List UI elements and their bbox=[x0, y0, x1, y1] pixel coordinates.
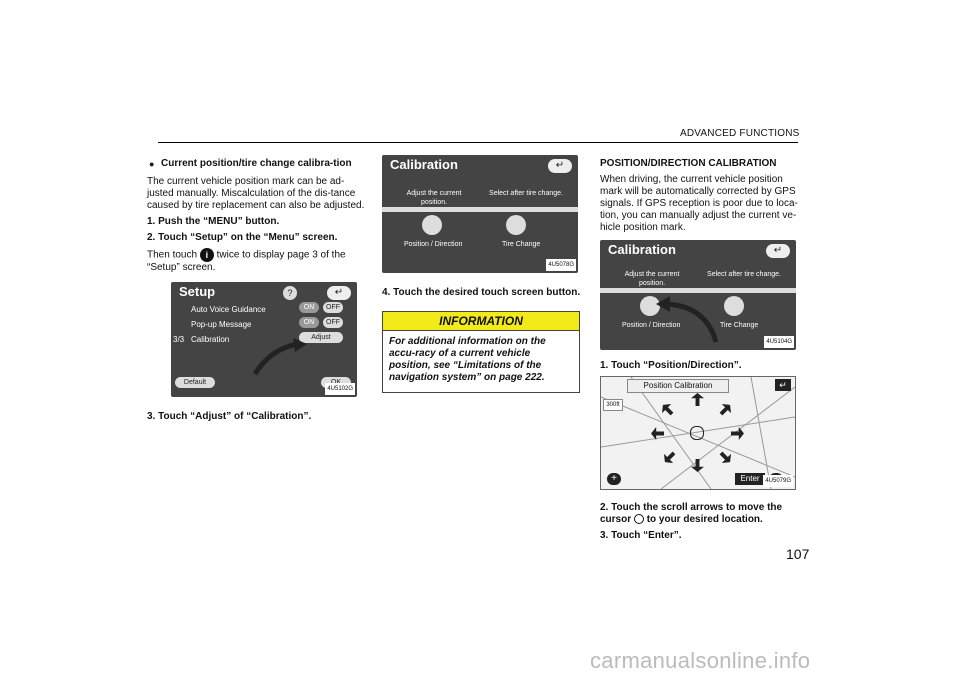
step-2: 2. Touch the scroll arrows to move the c… bbox=[600, 502, 800, 526]
calibration-title: Calibration bbox=[390, 157, 458, 172]
step-4: 4. Touch the desired touch screen button… bbox=[382, 287, 581, 298]
divider-band bbox=[382, 207, 578, 212]
screen-caption: 4U5104G bbox=[764, 336, 794, 348]
off-button-1[interactable]: OFF bbox=[323, 302, 343, 313]
then-text: Then touch i twice to display page 3 of … bbox=[147, 248, 365, 274]
section-header: ADVANCED FUNCTIONS bbox=[680, 128, 800, 139]
calibration-screen-2: Calibration ↵ Adjust the current positio… bbox=[600, 240, 796, 350]
calibration-screen: Calibration ↵ Adjust the current positio… bbox=[382, 155, 578, 273]
back-icon[interactable]: ↵ bbox=[775, 379, 791, 391]
enter-button[interactable]: Enter bbox=[735, 473, 765, 485]
on-button-2[interactable]: ON bbox=[299, 317, 319, 328]
position-direction-label: Position / Direction bbox=[622, 322, 681, 329]
label-tire: Select after tire change. bbox=[489, 190, 563, 197]
column-3: POSITION/DIRECTION CALIBRATION When driv… bbox=[600, 155, 800, 546]
section-title: POSITION/DIRECTION CALIBRATION bbox=[600, 158, 777, 169]
then-text-b: twice to display page 3 of the “Setup” s… bbox=[147, 249, 346, 273]
row-popup: Pop-up Message bbox=[191, 320, 252, 329]
pointer-arrow bbox=[252, 338, 307, 376]
step-3: 3. Touch “Enter”. bbox=[600, 530, 682, 541]
map-title: Position Calibration bbox=[627, 379, 729, 393]
watermark: carmanualsonline.info bbox=[590, 648, 811, 673]
info-icon: i bbox=[199, 248, 214, 262]
adjust-button[interactable]: Adjust bbox=[299, 332, 343, 343]
information-heading: INFORMATION bbox=[383, 312, 579, 331]
label-position: Adjust the current position. bbox=[406, 190, 462, 206]
label-tire: Select after tire change. bbox=[707, 271, 781, 278]
page-number: 107 bbox=[786, 546, 810, 562]
step-1: 1. Push the “MENU” button. bbox=[147, 216, 280, 227]
intro-text: The current vehicle position mark can be… bbox=[147, 176, 365, 211]
step-1: 1. Touch “Position/Direction”. bbox=[600, 360, 742, 371]
position-calibration-map[interactable]: Position Calibration ↵ 300ft + Enter − 4… bbox=[600, 376, 796, 490]
help-icon[interactable]: ? bbox=[283, 286, 297, 300]
header-rule bbox=[158, 142, 798, 143]
then-text-a: Then touch bbox=[147, 249, 198, 261]
tire-change-label: Tire Change bbox=[720, 322, 759, 329]
screen-caption: 4U5102G bbox=[325, 383, 355, 395]
tire-change-button[interactable] bbox=[724, 296, 744, 316]
setup-screen: Setup ? ↵ Auto Voice Guidance Pop-up Mes… bbox=[171, 282, 357, 397]
back-button[interactable]: ↵ bbox=[548, 159, 572, 173]
ok-button[interactable]: OK bbox=[321, 377, 351, 388]
row-auto-voice: Auto Voice Guidance bbox=[191, 305, 266, 314]
tire-change-button[interactable] bbox=[506, 215, 526, 235]
zoom-in-icon[interactable]: + bbox=[607, 473, 621, 485]
position-direction-button[interactable] bbox=[422, 215, 442, 235]
section-intro: When driving, the current vehicle positi… bbox=[600, 174, 798, 233]
column-1: Current position/tire change calibra-tio… bbox=[147, 155, 365, 427]
divider-band bbox=[600, 288, 796, 293]
setup-title: Setup bbox=[179, 284, 216, 299]
information-box: INFORMATION For additional information o… bbox=[382, 311, 580, 393]
bullet-heading: Current position/tire change calibra-tio… bbox=[147, 158, 365, 170]
back-button[interactable]: ↵ bbox=[766, 244, 790, 258]
page-indicator: 3/3 bbox=[173, 335, 185, 344]
tire-change-label: Tire Change bbox=[502, 241, 541, 248]
pointer-arrow bbox=[656, 296, 719, 343]
position-direction-label: Position / Direction bbox=[404, 241, 463, 248]
information-body: For additional information on the accu-r… bbox=[389, 336, 546, 383]
step-2a: 2. Touch the scroll arrows to move the c… bbox=[600, 502, 783, 525]
position-direction-button[interactable] bbox=[640, 296, 660, 316]
step-2b: to your desired location. bbox=[646, 514, 763, 525]
calibration-title: Calibration bbox=[608, 242, 676, 257]
map-caption: 4U5079G bbox=[763, 475, 793, 487]
back-button[interactable]: ↵ bbox=[327, 286, 351, 300]
step-2: 2. Touch “Setup” on the “Menu” screen. bbox=[147, 232, 338, 243]
cursor-icon-inline bbox=[633, 514, 644, 525]
step-3: 3. Touch “Adjust” of “Calibration”. bbox=[147, 411, 312, 422]
default-button[interactable]: Default bbox=[175, 377, 215, 388]
off-button-2[interactable]: OFF bbox=[323, 317, 343, 328]
column-2: Calibration ↵ Adjust the current positio… bbox=[382, 155, 582, 393]
on-button-1[interactable]: ON bbox=[299, 302, 319, 313]
cursor-icon bbox=[690, 426, 704, 440]
scale-indicator: 300ft bbox=[603, 399, 623, 411]
label-position: Adjust the current position. bbox=[624, 271, 680, 287]
row-calibration: Calibration bbox=[191, 335, 230, 344]
screen-caption: 4U5078G bbox=[546, 259, 576, 271]
